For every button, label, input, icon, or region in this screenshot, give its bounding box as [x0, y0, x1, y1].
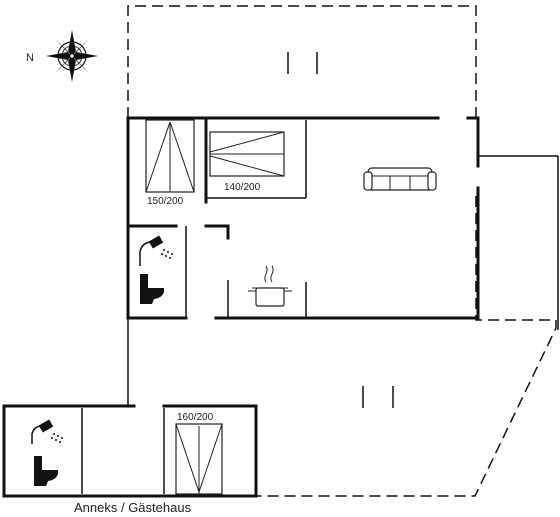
- annex-walls: [2, 318, 258, 498]
- bed-1-size-label: 150/200: [147, 196, 184, 207]
- bed-3-size-label: 160/200: [177, 412, 214, 423]
- bed-icon: [145, 119, 195, 193]
- main-house-walls: [126, 116, 480, 320]
- toilet-icon: [140, 274, 164, 304]
- bed-icon: [175, 423, 223, 495]
- compass-north-label: N: [26, 52, 34, 64]
- compass-rose-icon: [46, 30, 98, 82]
- bed-icon: [209, 131, 285, 177]
- cooking-pot-icon: [248, 265, 292, 307]
- terrace-outline: [127, 5, 559, 497]
- bed-2-size-label: 140/200: [224, 182, 261, 193]
- annex-caption: Anneks / Gästehaus: [74, 500, 192, 515]
- sofa-icon: [363, 167, 437, 191]
- window-marks: [287, 52, 394, 408]
- shower-icon: [139, 235, 173, 266]
- shower-icon: [31, 419, 63, 444]
- toilet-icon: [34, 456, 58, 486]
